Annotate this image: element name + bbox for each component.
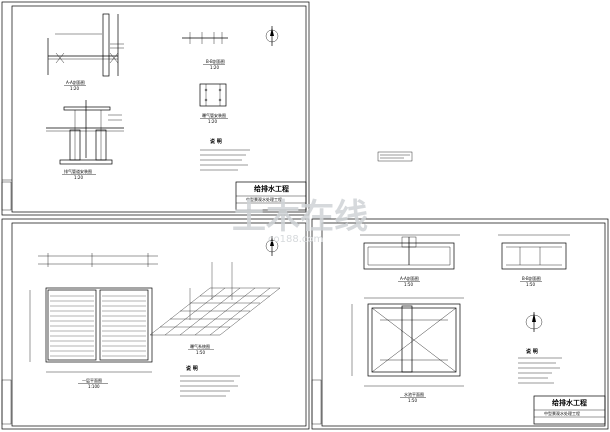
title-block-company-3: 给排水工程	[552, 398, 587, 407]
stamp	[377, 151, 413, 162]
view-title-pipe: 排气管道安装图	[64, 168, 92, 174]
title-block-name-1: 中型景观水处理工程	[246, 196, 282, 202]
watermark: 土木在线 co188.com	[232, 197, 368, 245]
view-title-bb-3: B-B剖面图	[522, 275, 541, 281]
floor-plan: 一层平面图 1:100	[29, 253, 158, 389]
aa-section-3: A-A剖面图 1:50	[360, 234, 460, 287]
scale-aa-1: 1:20	[70, 86, 79, 91]
aa-section-detail: A-A剖面图 1:20	[47, 13, 124, 91]
sheet-2: 一层平面图 1:100 曝气系统图 1:50	[1, 218, 310, 430]
bb-section-3: B-B剖面图 1:50	[498, 234, 570, 287]
view-title-bb-1: B-B剖面图	[206, 58, 225, 64]
aeration-pipe-plan: 曝气管安装图 1:20	[199, 83, 228, 124]
notes-3: 说 明	[518, 348, 562, 384]
notes-title-1: 说 明	[210, 138, 222, 145]
scale-pipe: 1:20	[74, 175, 83, 180]
scale-iso: 1:50	[196, 350, 205, 355]
pool-plan: 水池平面图 1:50	[351, 297, 464, 403]
aeration-isometric: 曝气系统图 1:50	[149, 262, 281, 355]
north-arrow-2	[265, 236, 279, 256]
scale-plan: 1:100	[88, 384, 100, 389]
notes-1: 说 明	[200, 138, 250, 171]
scale-bb-1: 1:20	[210, 65, 219, 70]
scale-pool: 1:50	[408, 398, 417, 403]
bb-section-small: B-B剖面图 1:20	[182, 32, 228, 70]
title-block-3: 给排水工程 中型景观水处理工程	[533, 395, 606, 425]
title-block-name-3: 中型景观水处理工程	[544, 410, 580, 416]
view-title-aeration: 曝气管安装图	[202, 112, 226, 118]
sheet-3: A-A剖面图 1:50 B-B剖面图 1:50	[311, 218, 609, 430]
title-block-company-1: 给排水工程	[254, 184, 289, 193]
view-title-aa-3: A-A剖面图	[400, 275, 419, 281]
north-arrow-3	[525, 312, 543, 332]
title-block-1: 给排水工程 中型景观水处理工程	[235, 181, 307, 211]
sheet-1: A-A剖面图 1:20 排气管道安装图 1:20	[1, 1, 310, 216]
scale-bb-3: 1:50	[526, 282, 535, 287]
view-title-pool: 水池平面图	[404, 391, 424, 397]
notes-title-2: 说 明	[186, 365, 198, 372]
watermark-sub: co188.com	[268, 234, 323, 245]
view-title-plan: 一层平面图	[82, 377, 102, 383]
view-title-aa-1: A-A剖面图	[66, 79, 85, 85]
notes-title-3: 说 明	[526, 348, 538, 355]
notes-2: 说 明	[180, 365, 240, 397]
scale-aa-3: 1:50	[404, 282, 413, 287]
view-title-iso: 曝气系统图	[190, 343, 210, 349]
pipe-install-detail: 排气管道安装图 1:20	[46, 100, 124, 180]
north-arrow-1	[265, 26, 279, 46]
watermark-text: 土木在线	[232, 197, 368, 237]
scale-aeration: 1:20	[208, 119, 217, 124]
